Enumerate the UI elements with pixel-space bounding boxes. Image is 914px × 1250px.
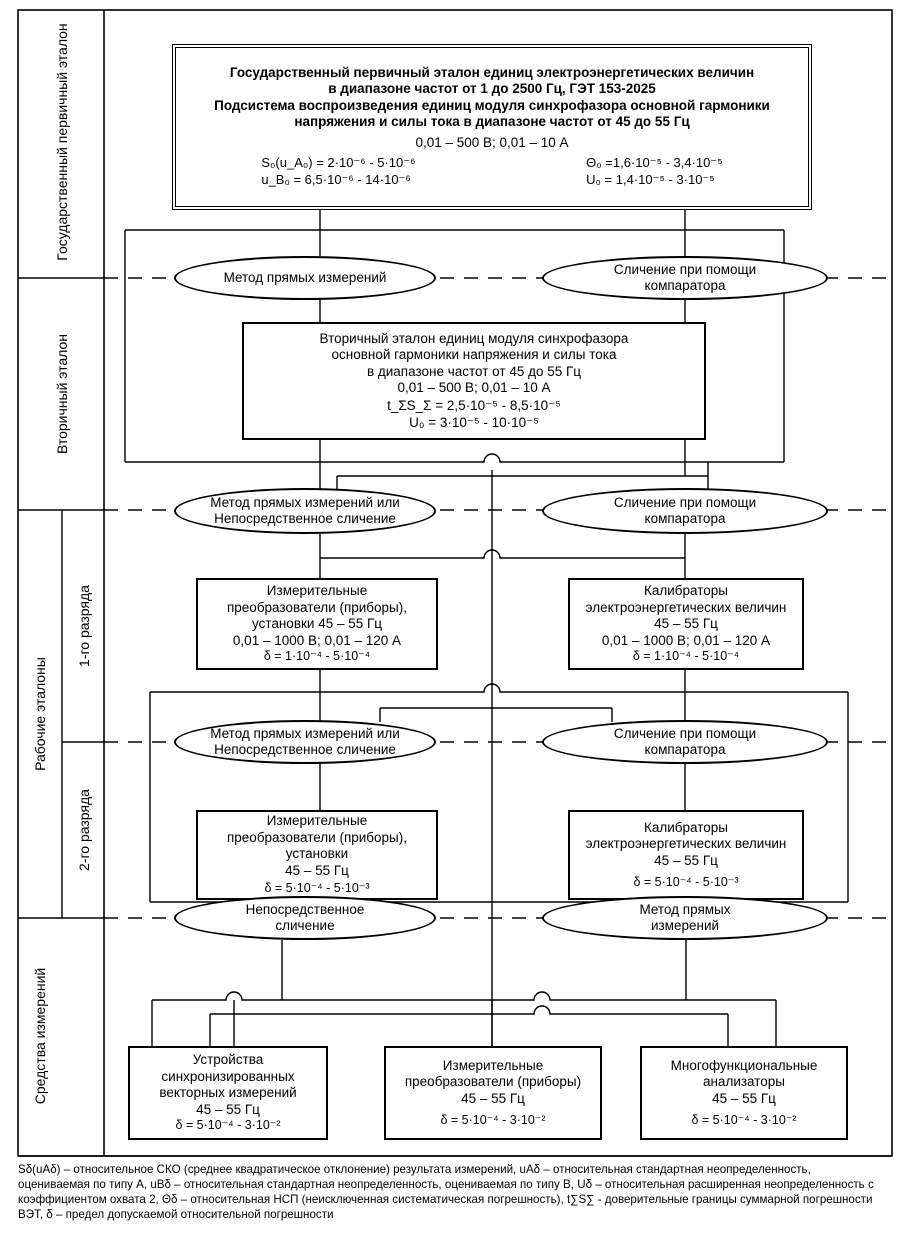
primary-title-2: в диапазоне частот от 1 до 2500 Гц, ГЭТ … — [328, 81, 656, 97]
primary-formula-theta: Θ₀ =1,6·10⁻⁵ - 3,4·10⁻⁵ — [586, 155, 723, 171]
method-ellipse-comparator-1-label: Сличение при помощи компаратора — [613, 261, 757, 293]
grade2-calibrators-box: Калибраторы электроэнергетических величи… — [568, 810, 804, 900]
instr3-line1: Многофункциональные — [670, 1057, 818, 1073]
grade2-left-line3: установки — [285, 846, 349, 862]
grade2-left-line2: преобразователи (приборы), — [226, 829, 408, 845]
measuring-transducers-box: Измерительные преобразователи (приборы) … — [384, 1046, 602, 1140]
instr1-line3: векторных измерений — [159, 1085, 297, 1101]
legend-text: Sδ(uAδ) – относительное СКО (среднее ква… — [18, 1163, 874, 1222]
instr2-line1: Измерительные — [442, 1057, 544, 1073]
secondary-title-2: основной гармоники напряжения и силы ток… — [331, 347, 617, 363]
pmu-devices-box: Устройства синхронизированных векторных … — [128, 1046, 328, 1140]
grade1-right-line3: 45 – 55 Гц — [654, 616, 718, 632]
instr2-line2: преобразователи (приборы) — [404, 1074, 582, 1090]
grade2-left-line4: 45 – 55 Гц — [285, 862, 349, 878]
grade1-right-line2: электроэнергетических величин — [585, 599, 787, 615]
method-ellipse-comparator-2-label: Сличение при помощи компаратора — [613, 494, 757, 526]
method-ellipse-direct-measurement-4: Метод прямых измерений — [542, 896, 828, 940]
grade2-measuring-transducers-box: Измерительные преобразователи (приборы),… — [196, 810, 438, 900]
label-working: Рабочие эталоны — [32, 657, 48, 771]
grade2-right-delta: δ = 5·10⁻⁴ - 5·10⁻³ — [633, 875, 739, 890]
instr3-delta: δ = 5·10⁻⁴ - 3·10⁻² — [691, 1113, 797, 1128]
secondary-formula-u: U₀ = 3·10⁻⁵ - 10·10⁻⁵ — [409, 414, 539, 430]
instr2-line3: 45 – 55 Гц — [461, 1090, 525, 1106]
method-ellipse-comparator-2: Сличение при помощи компаратора — [542, 488, 828, 534]
method-ellipse-direct-comparison-4-label: Непосредственное сличение — [245, 901, 365, 933]
method-ellipse-direct-3: Метод прямых измерений или Непосредствен… — [174, 720, 436, 764]
grade1-measuring-transducers-box: Измерительные преобразователи (приборы),… — [196, 578, 438, 670]
primary-formula-s: S₀(u_A₀) = 2·10⁻⁶ - 5·10⁻⁶ — [261, 155, 416, 171]
primary-range: 0,01 – 500 В; 0,01 – 10 А — [415, 134, 569, 150]
secondary-title-3: в диапазоне частот от 45 до 55 Гц — [366, 363, 582, 379]
method-ellipse-direct-2-label: Метод прямых измерений или Непосредствен… — [210, 494, 400, 526]
grade2-right-line1: Калибраторы — [644, 819, 728, 835]
instr1-line1: Устройства — [192, 1052, 264, 1068]
grade2-right-line2: электроэнергетических величин — [585, 836, 787, 852]
grade1-right-line1: Калибраторы — [644, 583, 728, 599]
method-ellipse-direct-3-label: Метод прямых измерений или Непосредствен… — [210, 725, 400, 757]
secondary-range: 0,01 – 500 В; 0,01 – 10 А — [397, 380, 551, 395]
method-ellipse-comparator-3-label: Сличение при помощи компаратора — [613, 725, 757, 757]
primary-formula-u: U₀ = 1,4·10⁻⁵ - 3·10⁻⁵ — [586, 172, 715, 188]
method-ellipse-direct-2: Метод прямых измерений или Непосредствен… — [174, 488, 436, 534]
instr3-line2: анализаторы — [702, 1074, 786, 1090]
primary-title-3: Подсистема воспроизведения единиц модуля… — [214, 97, 770, 113]
grade1-left-line2: преобразователи (приборы), — [226, 599, 408, 615]
instr1-line2: синхронизированных — [161, 1068, 295, 1084]
grade1-calibrators-box: Калибраторы электроэнергетических величи… — [568, 578, 804, 670]
grade2-left-delta: δ = 5·10⁻⁴ - 5·10⁻³ — [264, 881, 370, 896]
secondary-formula-t: t_ΣS_Σ = 2,5·10⁻⁵ - 8,5·10⁻⁵ — [387, 398, 561, 414]
grade1-left-delta: δ = 1·10⁻⁴ - 5·10⁻⁴ — [263, 649, 371, 664]
grade1-right-range: 0,01 – 1000 В; 0,01 – 120 А — [601, 632, 771, 648]
grade2-right-line3: 45 – 55 Гц — [654, 852, 718, 868]
grade1-right-delta: δ = 1·10⁻⁴ - 5·10⁻⁴ — [632, 649, 740, 664]
instr1-line4: 45 – 55 Гц — [196, 1101, 260, 1117]
label-secondary: Вторичный эталон — [54, 333, 70, 455]
grade1-left-line1: Измерительные — [266, 583, 368, 599]
label-grade2: 2-го разряда — [76, 789, 92, 871]
label-state-primary: Государственный первичный эталон — [54, 23, 70, 261]
label-instruments: Средства измерений — [32, 967, 48, 1105]
label-grade1: 1-го разряда — [76, 585, 92, 667]
primary-standard-box: Государственный первичный эталон единиц … — [172, 44, 812, 210]
method-ellipse-direct-measurement-4-label: Метод прямых измерений — [639, 901, 731, 933]
primary-title-1: Государственный первичный эталон единиц … — [229, 64, 755, 80]
instr1-delta: δ = 5·10⁻⁴ - 3·10⁻² — [175, 1118, 281, 1133]
method-ellipse-direct-comparison-4: Непосредственное сличение — [174, 896, 436, 940]
instr3-line3: 45 – 55 Гц — [712, 1090, 776, 1106]
secondary-standard-box: Вторичный эталон единиц модуля синхрофаз… — [242, 322, 706, 440]
method-ellipse-comparator-1: Сличение при помощи компаратора — [542, 256, 828, 300]
instr2-delta: δ = 5·10⁻⁴ - 3·10⁻² — [440, 1113, 546, 1128]
grade2-left-line1: Измерительные — [266, 813, 368, 829]
grade1-left-line3: установки 45 – 55 Гц — [251, 616, 383, 632]
grade1-left-range: 0,01 – 1000 В; 0,01 – 120 А — [232, 632, 402, 648]
multifunction-analyzers-box: Многофункциональные анализаторы 45 – 55 … — [640, 1046, 848, 1140]
primary-title-4: напряжения и силы тока в диапазоне часто… — [294, 114, 690, 130]
method-ellipse-comparator-3: Сличение при помощи компаратора — [542, 720, 828, 764]
primary-formula-ub: u_B₀ = 6,5·10⁻⁶ - 14·10⁻⁶ — [261, 172, 411, 188]
method-ellipse-direct-1: Метод прямых измерений — [174, 256, 436, 300]
secondary-title-1: Вторичный эталон единиц модуля синхрофаз… — [319, 330, 629, 346]
